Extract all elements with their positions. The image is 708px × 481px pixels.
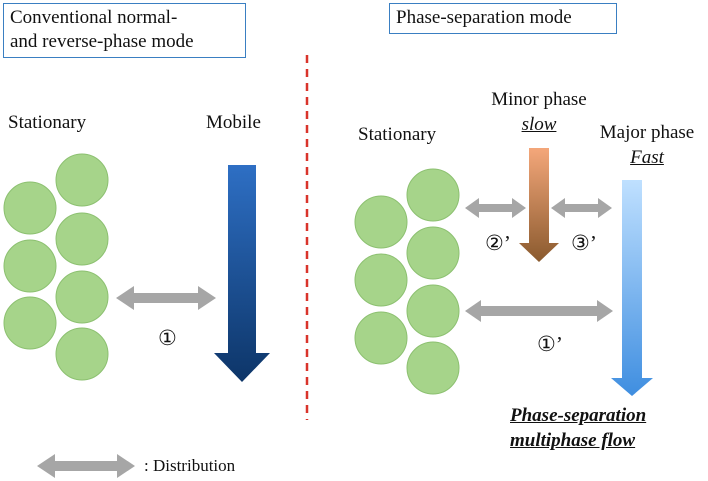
distribution-arrow-3 [551,198,612,218]
left-mode-title-line1: Conventional normal- [10,7,178,28]
distribution-marker-1: ①’ [537,332,563,356]
flow-title-line1: Phase-separation [510,405,647,426]
particle [354,311,408,365]
distribution-marker-2: ②’ [485,231,511,255]
right-mode-title-box: Phase-separation mode [389,3,617,34]
particle [354,253,408,307]
particle [55,153,109,207]
mobile-phase-arrow [214,165,270,382]
particle [406,168,460,222]
right-mode-title: Phase-separation mode [396,7,572,28]
flow-title-line2: multiphase flow [510,430,636,451]
minor-phase-speed: slow [521,114,557,135]
particle [55,327,109,381]
right-stationary-label: Stationary [358,124,437,145]
legend-label: : Distribution [144,456,236,475]
distribution-marker-3: ③’ [571,231,597,255]
left-stationary-particles [3,153,109,381]
particle [3,181,57,235]
left-distribution-marker: ① [158,326,177,350]
left-stationary-label: Stationary [8,112,87,133]
legend-distribution-arrow [37,454,135,478]
particle [3,296,57,350]
particle [406,341,460,395]
major-phase-label: Major phase [599,122,695,143]
minor-phase-label: Minor phase [491,89,587,110]
particle [55,270,109,324]
particle [406,226,460,280]
mobile-label: Mobile [206,112,261,133]
particle [55,212,109,266]
distribution-arrow-1 [465,300,613,322]
left-distribution-arrow [116,286,216,310]
minor-phase-arrow [519,148,559,262]
left-mode-title-line2: and reverse-phase mode [10,31,194,52]
particle [354,195,408,249]
major-phase-arrow [611,180,653,396]
left-mode-title-box: Conventional normal- and reverse-phase m… [3,3,246,58]
particle [406,284,460,338]
distribution-arrow-2 [465,198,526,218]
right-stationary-particles [354,168,460,395]
major-phase-speed: Fast [630,147,664,168]
particle [3,239,57,293]
